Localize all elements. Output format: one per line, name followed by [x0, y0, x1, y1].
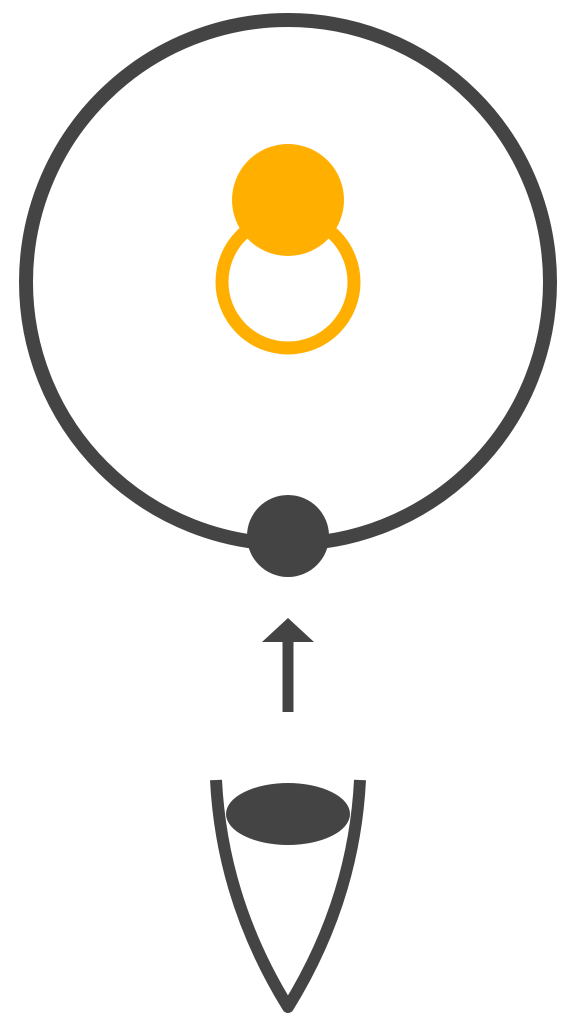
- orbit-ring-icon: [26, 20, 550, 544]
- eye-lens: [226, 783, 350, 845]
- arrow-up-icon: [262, 618, 314, 712]
- eye-lens-icon: [216, 780, 360, 1007]
- sun-icon: [232, 144, 344, 256]
- planet-dot-icon: [247, 495, 329, 577]
- arrow-head: [262, 618, 314, 642]
